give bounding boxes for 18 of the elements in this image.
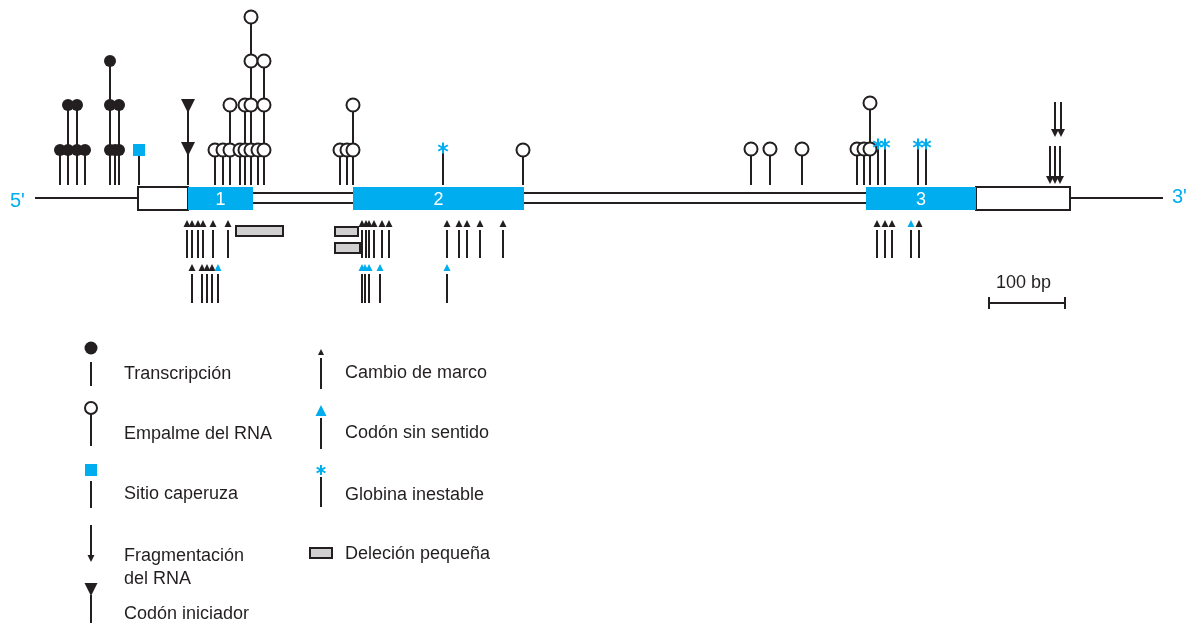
five-prime-label: 5' — [10, 188, 25, 212]
exon-number: 2 — [433, 189, 444, 208]
exon-number: 1 — [215, 189, 226, 208]
exon-box — [188, 187, 253, 210]
exon-box — [866, 187, 976, 210]
exon-box — [353, 187, 524, 210]
legend-label: Sitio caperuza — [124, 482, 240, 505]
legend-label: Cambio de marco — [345, 361, 489, 384]
legend-label: Codón sin sentido — [345, 421, 491, 444]
scale-label: 100 bp — [996, 272, 1052, 294]
exon-number: 3 — [916, 189, 926, 208]
three-prime-label: 3' — [1172, 184, 1187, 208]
legend-label: Deleción pequeña — [345, 542, 492, 565]
legend-label: Fragmentación del RNA — [124, 544, 246, 590]
legend-label: Transcripción — [124, 362, 233, 385]
legend-label: Globina inestable — [345, 483, 486, 506]
legend-label: Empalme del RNA — [124, 422, 274, 445]
legend-label: Codón iniciador — [124, 602, 251, 623]
